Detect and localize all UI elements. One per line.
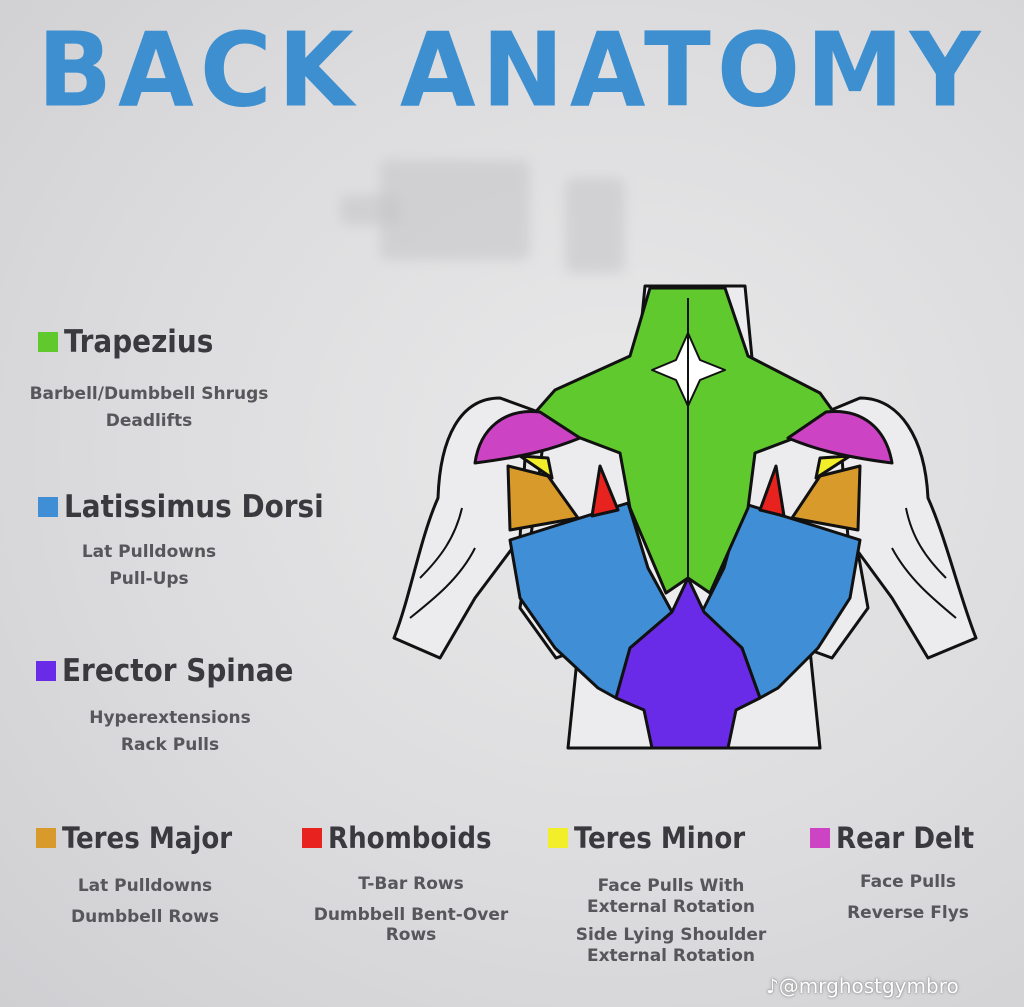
- trapezius-exercises: Barbell/Dumbbell Shrugs Deadlifts: [20, 384, 278, 431]
- exercise-item: Lat Pulldowns: [81, 542, 217, 562]
- exercise-item: Rows: [385, 925, 437, 946]
- teres-major-label: Teres Major: [62, 821, 233, 855]
- exercise-item: Lat Pulldowns: [77, 876, 213, 896]
- exercise-item: Reverse Flys: [847, 902, 969, 923]
- legend-erector: Erector Spinae: [36, 653, 293, 689]
- exercise-item: External Rotation: [586, 946, 756, 967]
- background-shape: [380, 160, 530, 260]
- exercise-item: T-Bar Rows: [358, 874, 464, 894]
- erector-exercises: Hyperextensions Rack Pulls: [20, 708, 320, 755]
- legend-rhomboids: Rhomboids: [302, 821, 492, 855]
- rhomboids-label: Rhomboids: [328, 821, 492, 855]
- teres-minor-label: Teres Minor: [574, 821, 746, 855]
- rear-delt-exercises: Face Pulls Reverse Flys: [808, 872, 1008, 923]
- back-anatomy-diagram: [392, 284, 978, 750]
- arm-contour: [409, 507, 476, 619]
- trapezius-label: Trapezius: [64, 324, 214, 360]
- credit-handle: @mrghostgymbro: [778, 974, 959, 998]
- exercise-item: Hyperextensions: [89, 708, 251, 728]
- rear-delt-left: [473, 409, 582, 465]
- arm-contour: [891, 507, 957, 619]
- legend-trapezius: Trapezius: [38, 324, 213, 360]
- legend-teres-minor: Teres Minor: [548, 821, 745, 855]
- tiktok-note-icon: ♪: [766, 974, 779, 998]
- latissimus-label: Latissimus Dorsi: [64, 489, 324, 525]
- teres-major-exercises: Lat Pulldowns Dumbbell Rows: [30, 876, 260, 927]
- teres-minor-right: [814, 454, 852, 480]
- rhomboids-exercises: T-Bar Rows Dumbbell Bent-Over Rows: [300, 874, 522, 946]
- exercise-item: Rack Pulls: [120, 734, 220, 755]
- teres-major-right: [790, 464, 862, 532]
- exercise-item: Barbell/Dumbbell Shrugs: [29, 384, 269, 404]
- rhomboids-left: [590, 464, 620, 518]
- right-arm: [810, 396, 978, 660]
- background-shape: [340, 195, 400, 225]
- erector-label: Erector Spinae: [62, 653, 294, 689]
- exercise-item: Face Pulls With: [597, 876, 745, 896]
- legend-latissimus: Latissimus Dorsi: [38, 489, 324, 525]
- exercise-item: Dumbbell Bent-Over: [313, 904, 509, 925]
- rear-delt-right: [786, 409, 894, 465]
- trapezius-swatch: [38, 332, 58, 352]
- left-arm: [392, 396, 557, 660]
- legend-teres-major: Teres Major: [36, 821, 232, 855]
- exercise-item: Deadlifts: [105, 410, 193, 431]
- rear-delt-swatch: [810, 828, 830, 848]
- teres-minor-exercises: Face Pulls With External Rotation Side L…: [556, 876, 786, 967]
- teres-minor-swatch: [548, 828, 568, 848]
- erector-spinae: [614, 576, 762, 750]
- credit: ♪@mrghostgymbro: [766, 974, 959, 998]
- page-title: BACK ANATOMY: [37, 11, 987, 131]
- teres-major-swatch: [36, 828, 56, 848]
- exercise-item: Face Pulls: [860, 872, 956, 892]
- erector-swatch: [36, 661, 56, 681]
- rear-delt-label: Rear Delt: [836, 821, 975, 855]
- rhomboids-swatch: [302, 828, 322, 848]
- exercise-item: Pull-Ups: [109, 568, 189, 589]
- legend-rear-delt: Rear Delt: [810, 821, 974, 855]
- background-shape: [565, 178, 625, 273]
- teres-major-left: [506, 464, 580, 532]
- teres-minor-left: [518, 454, 554, 480]
- rhomboids-right: [758, 464, 786, 518]
- exercise-item: External Rotation: [586, 896, 756, 917]
- latissimus-swatch: [38, 497, 58, 517]
- exercise-item: Side Lying Shoulder: [575, 925, 767, 946]
- exercise-item: Dumbbell Rows: [71, 906, 219, 927]
- latissimus-exercises: Lat Pulldowns Pull-Ups: [20, 542, 278, 589]
